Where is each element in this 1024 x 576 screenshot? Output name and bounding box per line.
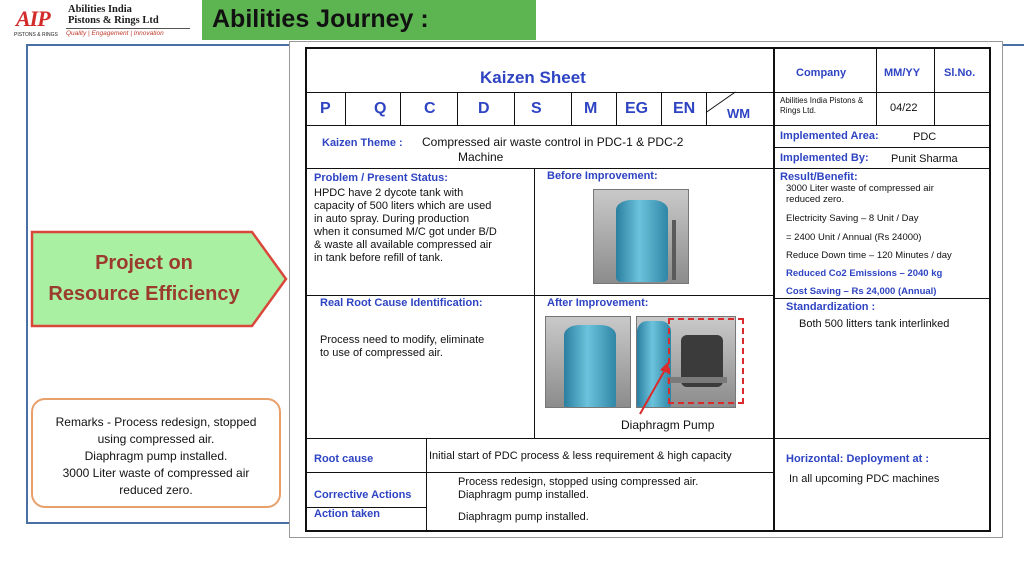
before-photo (593, 189, 689, 284)
action-taken-label: Action taken (314, 508, 381, 520)
header-title-bar: Abilities Journey : (202, 0, 536, 40)
result-text: 3000 Liter waste of compressed air reduc… (786, 183, 934, 205)
theme-line2: Machine (458, 150, 504, 164)
project-label: Project on Resource Efficiency (34, 248, 254, 310)
category-wm: WM (727, 106, 751, 121)
logo-sub: PISTONS & RINGS (14, 32, 58, 38)
horizontal-deployment-value: In all upcoming PDC machines (789, 473, 940, 485)
kaizen-sheet-frame (289, 41, 1003, 538)
downtime-reduction: Reduce Down time – 120 Minutes / day (786, 250, 952, 261)
logo-name: Abilities India Pistons & Rings Ltd (68, 4, 159, 26)
logo-name-line2: Pistons & Rings Ltd (68, 15, 159, 26)
result-line: reduced zero. (786, 194, 845, 205)
corrective-actions-label: Corrective Actions (314, 489, 412, 501)
company-value: Abilities India Pistons & Rings Ltd. (780, 96, 864, 115)
project-line1: Project on (95, 252, 193, 274)
cost-saving: Cost Saving – Rs 24,000 (Annual) (786, 286, 937, 297)
problem-text: HPDC have 2 dycote tank with capacity of… (314, 187, 530, 265)
logo-name-line1: Abilities India (68, 4, 132, 15)
left-panel-frame (26, 44, 290, 524)
category-q: Q (374, 100, 387, 117)
category-m: M (584, 100, 598, 117)
problem-label: Problem / Present Status: (314, 172, 448, 184)
problem-line: in tank before refill of tank. (314, 252, 444, 264)
result-line: 3000 Liter waste of compressed air (786, 183, 934, 194)
root-cause-identification-line: Process need to modify, eliminate (320, 334, 485, 346)
project-arrow-shape (30, 230, 288, 328)
logo-tagline: Quality | Engagement | Innovation (66, 28, 190, 37)
problem-line: when it consumed M/C got under B/D (314, 226, 497, 238)
problem-line: & waste all available compressed air (314, 239, 492, 251)
remarks-line: reduced zero. (119, 483, 193, 497)
root-cause-value: Initial start of PDC process & less requ… (429, 450, 732, 462)
kaizen-sheet-title: Kaizen Sheet (480, 68, 586, 87)
problem-line: in auto spray. During production (314, 213, 470, 225)
remarks-line: using compressed air. (97, 432, 215, 446)
implemented-area-value: PDC (913, 131, 937, 143)
category-eg: EG (625, 100, 649, 117)
logo-mark: AIP (16, 6, 51, 31)
corrective-line: Diaphragm pump installed. (458, 489, 589, 501)
annual-units: = 2400 Unit / Annual (Rs 24000) (786, 232, 922, 243)
before-improvement-label: Before Improvement: (547, 170, 658, 182)
root-cause-label: Root cause (314, 453, 374, 465)
horizontal-deployment-label: Horizontal: Deployment at : (786, 453, 930, 465)
root-cause-identification-label: Real Root Cause Identification: (320, 297, 483, 309)
slno-label: Sl.No. (944, 67, 976, 79)
pump-pointer-arrow (639, 362, 670, 415)
root-cause-identification-line: to use of compressed air. (320, 347, 443, 359)
action-taken-value: Diaphragm pump installed. (458, 511, 589, 523)
pump-highlight-box (668, 318, 744, 404)
root-cause-identification-text: Process need to modify, eliminate to use… (320, 334, 484, 360)
category-s: S (531, 100, 542, 117)
standardization-value: Both 500 litters tank interlinked (799, 318, 950, 330)
standardization-label: Standardization : (786, 301, 876, 313)
problem-line: HPDC have 2 dycote tank with (314, 187, 464, 199)
kaizen-sheet (305, 47, 991, 532)
result-label: Result/Benefit: (780, 171, 858, 183)
category-en: EN (673, 100, 696, 117)
implemented-by-label: Implemented By: (780, 152, 869, 164)
category-p: P (320, 100, 331, 117)
co2-reduction: Reduced Co2 Emissions – 2040 kg (786, 268, 943, 279)
mmyy-value: 04/22 (890, 102, 918, 114)
electricity-saving: Electricity Saving – 8 Unit / Day (786, 213, 919, 224)
corrective-actions-text: Process redesign, stopped using compress… (458, 476, 698, 502)
problem-line: capacity of 500 liters which are used (314, 200, 492, 212)
project-line2: Resource Efficiency (48, 283, 240, 305)
theme-label: Kaizen Theme : (322, 137, 403, 149)
remarks-line: Remarks - Process redesign, stopped (55, 415, 257, 429)
category-d: D (478, 100, 490, 117)
theme-line1: Compressed air waste control in PDC-1 & … (422, 135, 684, 149)
after-improvement-label: After Improvement: (547, 297, 649, 309)
remarks-line: 3000 Liter waste of compressed air (62, 466, 250, 480)
mmyy-label: MM/YY (884, 67, 921, 79)
company-logo: AIP Abilities India Pistons & Rings Ltd … (8, 2, 198, 40)
implemented-by-value: Punit Sharma (891, 153, 958, 165)
after-photo-tank (545, 316, 631, 408)
page-title: Abilities Journey : (212, 5, 429, 33)
remarks-box: Remarks - Process redesign, stopped usin… (31, 398, 281, 508)
company-label: Company (796, 67, 847, 79)
corrective-line: Process redesign, stopped using compress… (458, 476, 699, 488)
remarks-line: Diaphragm pump installed. (84, 449, 228, 463)
implemented-area-label: Implemented Area: (780, 130, 879, 142)
category-c: C (424, 100, 436, 117)
diaphragm-pump-caption: Diaphragm Pump (621, 418, 715, 432)
